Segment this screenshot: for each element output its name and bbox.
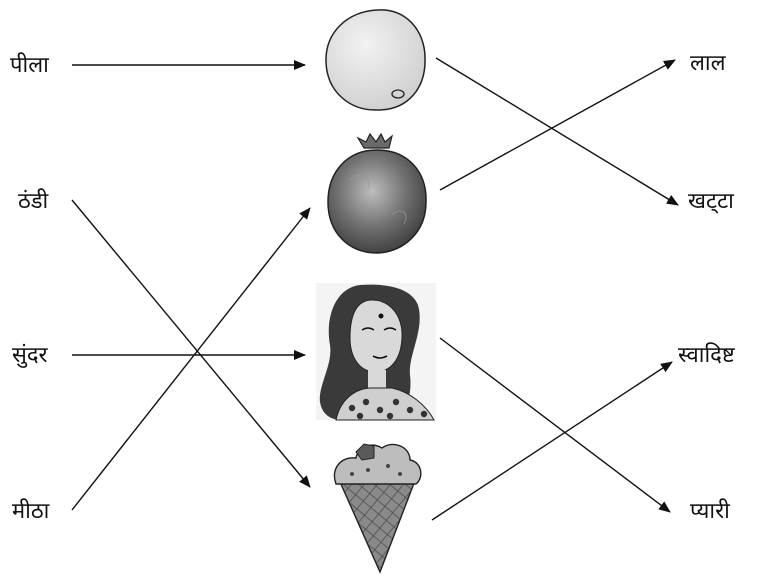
- left-word-1: पीला: [10, 52, 49, 78]
- right-word-2: खट्‌टा: [688, 189, 734, 214]
- left-arrow-2: [72, 200, 310, 487]
- left-arrow-4: [72, 208, 310, 510]
- right-word-4: प्यारी: [690, 498, 730, 524]
- right-word-3: स्वादिष्ट: [678, 342, 736, 368]
- lemon-icon: [326, 10, 425, 110]
- right-arrow-1: [436, 58, 678, 205]
- left-word-3: सुंदर: [12, 343, 49, 368]
- right-arrow-4: [432, 362, 672, 520]
- right-word-1: लाल: [690, 51, 727, 76]
- right-arrow-2: [440, 60, 675, 190]
- pomegranate-icon: [328, 134, 426, 253]
- left-word-4: मीठा: [12, 498, 50, 524]
- girl-icon: [316, 283, 436, 420]
- ice-cream-cone-icon: [334, 444, 420, 572]
- left-word-2: ठंडी: [18, 188, 49, 214]
- right-arrow-3: [440, 338, 670, 512]
